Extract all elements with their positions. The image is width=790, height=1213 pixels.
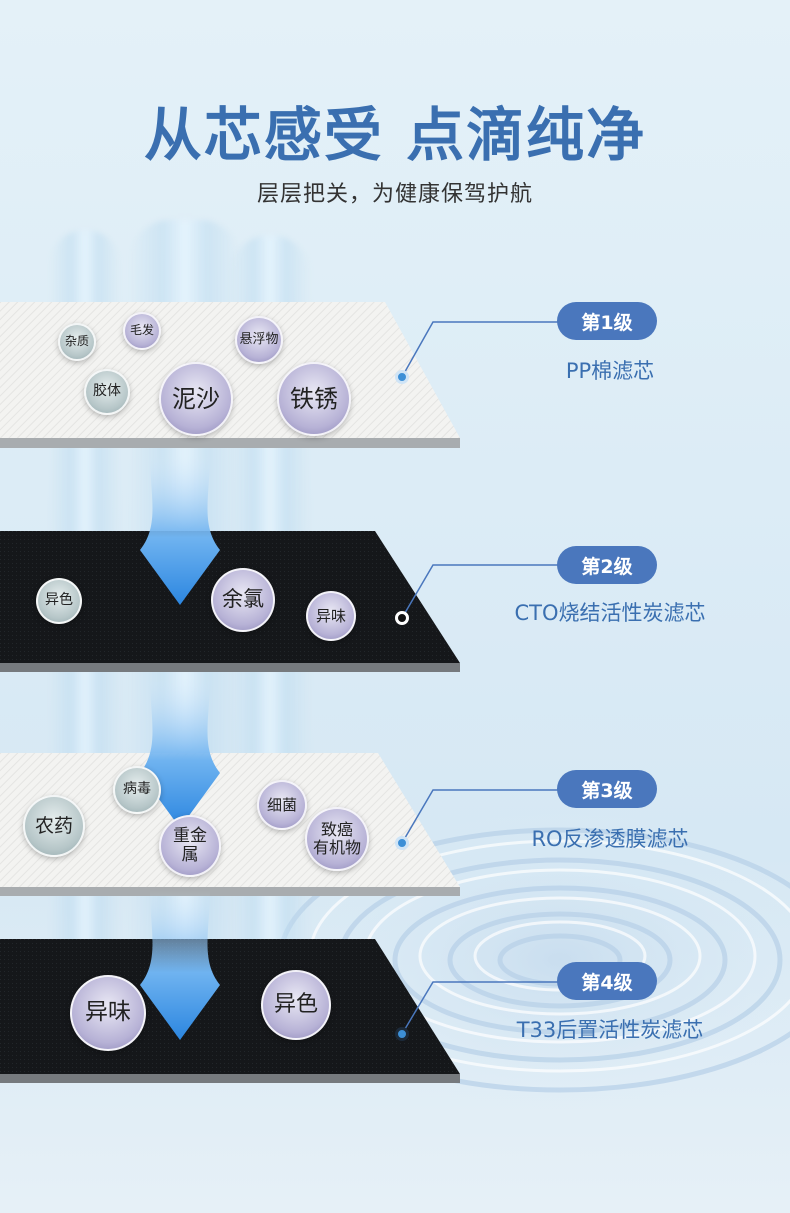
- arrow-down-icon: [140, 455, 220, 605]
- stage-badge-2: 第2级: [557, 546, 657, 584]
- pollutant-bubble: 毛发: [123, 312, 161, 350]
- layer-marker-dot: [395, 836, 409, 850]
- pollutant-bubble: 铁锈: [277, 362, 351, 436]
- stage-name-3: RO反渗透膜滤芯: [531, 827, 689, 851]
- stage-name-2: CTO烧结活性炭滤芯: [514, 601, 706, 625]
- pollutant-bubble: 异味: [306, 591, 356, 641]
- pollutant-bubble: 异味: [70, 975, 146, 1051]
- stage-badge-3: 第3级: [557, 770, 657, 808]
- pollutant-bubble: 胶体: [84, 369, 130, 415]
- pollutant-bubble: 余氯: [211, 568, 275, 632]
- arrow-down-icon: [140, 890, 220, 1040]
- pollutant-bubble: 重金 属: [159, 815, 221, 877]
- pollutant-bubble: 悬浮物: [235, 316, 283, 364]
- layer-marker-dot: [395, 611, 409, 625]
- page-subtitle: 层层把关，为健康保驾护航: [256, 182, 533, 207]
- page-title: 从芯感受 点滴纯净: [143, 101, 647, 169]
- pollutant-bubble: 异色: [261, 970, 331, 1040]
- pollutant-bubble: 细菌: [257, 780, 307, 830]
- stage-badge-1: 第1级: [557, 302, 657, 340]
- pollutant-bubble: 泥沙: [159, 362, 233, 436]
- pollutant-bubble: 杂质: [58, 323, 96, 361]
- layer-marker-dot: [395, 370, 409, 384]
- pollutant-bubble: 病毒: [113, 766, 161, 814]
- stage-name-1: PP棉滤芯: [565, 359, 655, 383]
- layer-marker-dot: [395, 1027, 409, 1041]
- pollutant-bubble: 农药: [23, 795, 85, 857]
- pollutant-bubble: 异色: [36, 578, 82, 624]
- stage-badge-4: 第4级: [557, 962, 657, 1000]
- stage-name-4: T33后置活性炭滤芯: [516, 1018, 704, 1042]
- pollutant-bubble: 致癌 有机物: [305, 807, 369, 871]
